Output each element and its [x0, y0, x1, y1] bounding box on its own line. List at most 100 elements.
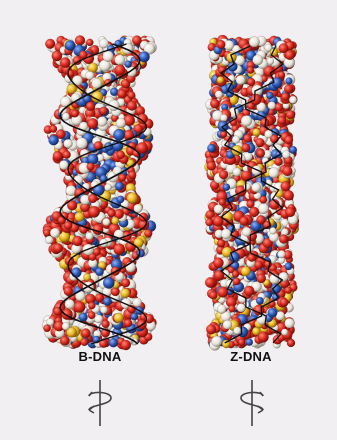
atom-sphere — [278, 250, 286, 258]
z-dna-label: Z-DNA — [206, 349, 296, 364]
atom-sphere — [60, 336, 70, 346]
atom-sphere — [244, 286, 254, 296]
atom-sphere — [268, 102, 276, 110]
atom-sphere — [74, 301, 85, 312]
atom-sphere — [210, 99, 219, 108]
atom-sphere — [103, 51, 114, 62]
atom-sphere — [281, 329, 288, 336]
atom-sphere — [215, 91, 223, 99]
atom-sphere — [285, 50, 295, 60]
atom-sphere — [243, 134, 251, 142]
atom-sphere — [289, 146, 297, 154]
atom-sphere — [111, 217, 119, 225]
atom-sphere — [75, 212, 85, 222]
atom-sphere — [125, 61, 132, 68]
atom-sphere — [45, 236, 53, 244]
atom-sphere — [62, 322, 70, 330]
atom-sphere — [284, 84, 293, 93]
atom-sphere — [60, 57, 70, 67]
z-dna-helix — [205, 35, 300, 350]
atom-sphere — [285, 318, 295, 328]
atom-sphere — [221, 229, 231, 239]
atom-sphere — [205, 218, 213, 226]
atom-sphere — [279, 272, 289, 282]
atom-sphere — [257, 274, 266, 283]
atom-sphere — [71, 110, 79, 118]
atom-sphere — [205, 277, 215, 287]
atom-sphere — [52, 51, 62, 61]
atom-sphere — [120, 288, 130, 298]
atom-sphere — [217, 76, 224, 83]
atom-sphere — [86, 102, 95, 111]
atom-sphere — [49, 135, 59, 145]
atom-sphere — [99, 39, 109, 49]
atom-sphere — [282, 151, 290, 159]
left-handed-rotation-icon — [232, 378, 272, 428]
atom-sphere — [281, 228, 288, 235]
atom-sphere — [285, 136, 294, 145]
atom-sphere — [207, 161, 216, 170]
atom-sphere — [107, 209, 115, 217]
atom-sphere — [219, 199, 226, 206]
atom-sphere — [103, 297, 112, 306]
atom-sphere — [87, 163, 95, 171]
atom-sphere — [247, 67, 254, 74]
atom-sphere — [285, 263, 293, 271]
atom-sphere — [95, 268, 103, 276]
atom-sphere — [232, 136, 240, 144]
atom-sphere — [83, 273, 91, 281]
atom-sphere — [269, 167, 280, 178]
atom-sphere — [289, 96, 297, 104]
atom-sphere — [286, 110, 295, 119]
atom-sphere — [219, 170, 228, 179]
atom-sphere — [233, 327, 241, 335]
atom-sphere — [95, 315, 103, 323]
atom-sphere — [233, 168, 241, 176]
atom-sphere — [128, 171, 136, 179]
atom-sphere — [81, 338, 89, 346]
atom-sphere — [253, 55, 263, 65]
atom-sphere — [115, 182, 124, 191]
atom-sphere — [63, 151, 71, 159]
atom-sphere — [228, 305, 235, 312]
atom-sphere — [240, 216, 249, 225]
atom-sphere — [220, 114, 227, 121]
atom-sphere — [238, 339, 245, 346]
atom-sphere — [114, 244, 125, 255]
atom-sphere — [43, 325, 50, 332]
atom-sphere — [62, 113, 70, 121]
atom-sphere — [217, 287, 228, 298]
atom-sphere — [250, 94, 261, 105]
atom-sphere — [266, 92, 273, 99]
atom-sphere — [117, 151, 125, 159]
atom-sphere — [233, 278, 241, 286]
atom-sphere — [103, 218, 111, 226]
atom-sphere — [258, 203, 269, 214]
atom-sphere — [281, 93, 289, 101]
atom-sphere — [53, 151, 63, 161]
atom-sphere — [81, 328, 91, 338]
atom-sphere — [237, 303, 246, 312]
atom-sphere — [50, 228, 60, 238]
atom-sphere — [246, 339, 253, 346]
atom-sphere — [102, 320, 110, 328]
atom-sphere — [59, 160, 68, 169]
atom-sphere — [255, 261, 263, 269]
atom-sphere — [86, 39, 93, 46]
atom-sphere — [103, 277, 114, 288]
atom-sphere — [287, 339, 295, 347]
atom-sphere — [76, 138, 87, 149]
atom-sphere — [88, 206, 99, 217]
atom-sphere — [279, 235, 288, 244]
atom-sphere — [72, 236, 82, 246]
atom-sphere — [211, 336, 222, 347]
b-dna-label: B-DNA — [55, 349, 145, 364]
atom-sphere — [104, 184, 111, 191]
atom-sphere — [79, 313, 88, 322]
atom-sphere — [213, 258, 223, 268]
atom-sphere — [115, 65, 126, 76]
atom-sphere — [258, 332, 269, 343]
atom-sphere — [223, 320, 232, 329]
atom-sphere — [64, 139, 73, 148]
